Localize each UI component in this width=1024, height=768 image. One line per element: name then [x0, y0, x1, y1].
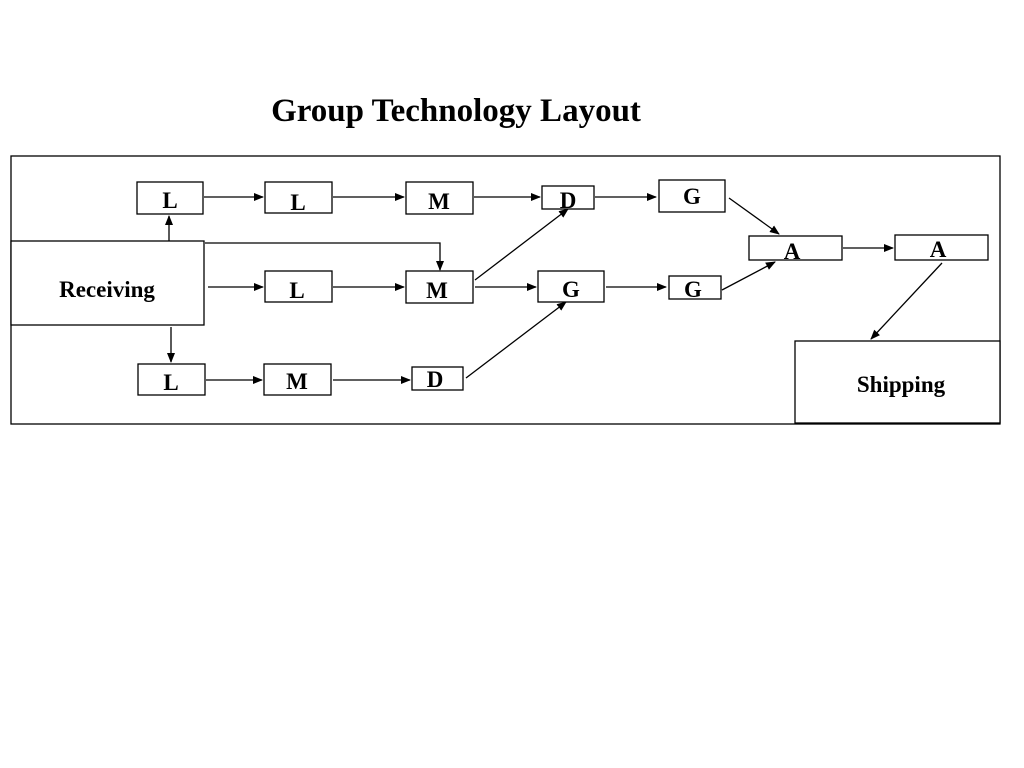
- machine-top-l2: L: [264, 181, 333, 215]
- receiving-node: Receiving: [10, 240, 205, 326]
- machine-label: M: [426, 278, 448, 303]
- machine-label: G: [684, 277, 702, 302]
- arrow-bot-d-to-mid-g: [465, 301, 567, 379]
- machine-mid-g2: G: [668, 275, 722, 302]
- machine-label: A: [930, 237, 947, 262]
- machine-label: M: [286, 369, 308, 394]
- machine-label: L: [163, 370, 178, 395]
- machine-mid-g1: G: [537, 270, 605, 303]
- machine-mid-m: M: [405, 270, 474, 304]
- machine-bot-d: D: [411, 366, 464, 392]
- assembly-2: A: [894, 234, 989, 262]
- machine-label: D: [427, 367, 444, 392]
- machine-top-g: G: [658, 179, 726, 213]
- machine-label: M: [428, 189, 450, 214]
- machine-label: A: [784, 239, 801, 264]
- machine-bot-l: L: [137, 363, 206, 396]
- diagram-title: Group Technology Layout: [271, 93, 641, 129]
- arrow-mid-g-to-assembly: [721, 261, 776, 291]
- assembly-1: A: [748, 235, 843, 264]
- machine-bot-m: M: [263, 363, 332, 396]
- machine-label: D: [560, 188, 577, 213]
- arrow-mid-m-to-top-d: [474, 208, 569, 281]
- arrow-top-g-to-assembly: [728, 197, 780, 235]
- machine-label: G: [562, 277, 580, 302]
- machine-label: G: [683, 184, 701, 209]
- machine-label: L: [162, 188, 177, 213]
- machine-top-d: D: [541, 185, 595, 213]
- machine-mid-l: L: [264, 270, 333, 303]
- machine-top-l1: L: [136, 181, 204, 215]
- machine-label: L: [290, 190, 305, 215]
- machine-top-m: M: [405, 181, 474, 215]
- receiving-label: Receiving: [59, 277, 155, 302]
- shipping-node: Shipping: [794, 340, 1001, 424]
- shipping-label: Shipping: [857, 372, 946, 397]
- flow-arrows: [165, 193, 943, 384]
- arrow-receiving-to-mid-m: [205, 242, 444, 271]
- machine-label: L: [289, 278, 304, 303]
- arrow-assembly-to-shipping: [870, 262, 943, 340]
